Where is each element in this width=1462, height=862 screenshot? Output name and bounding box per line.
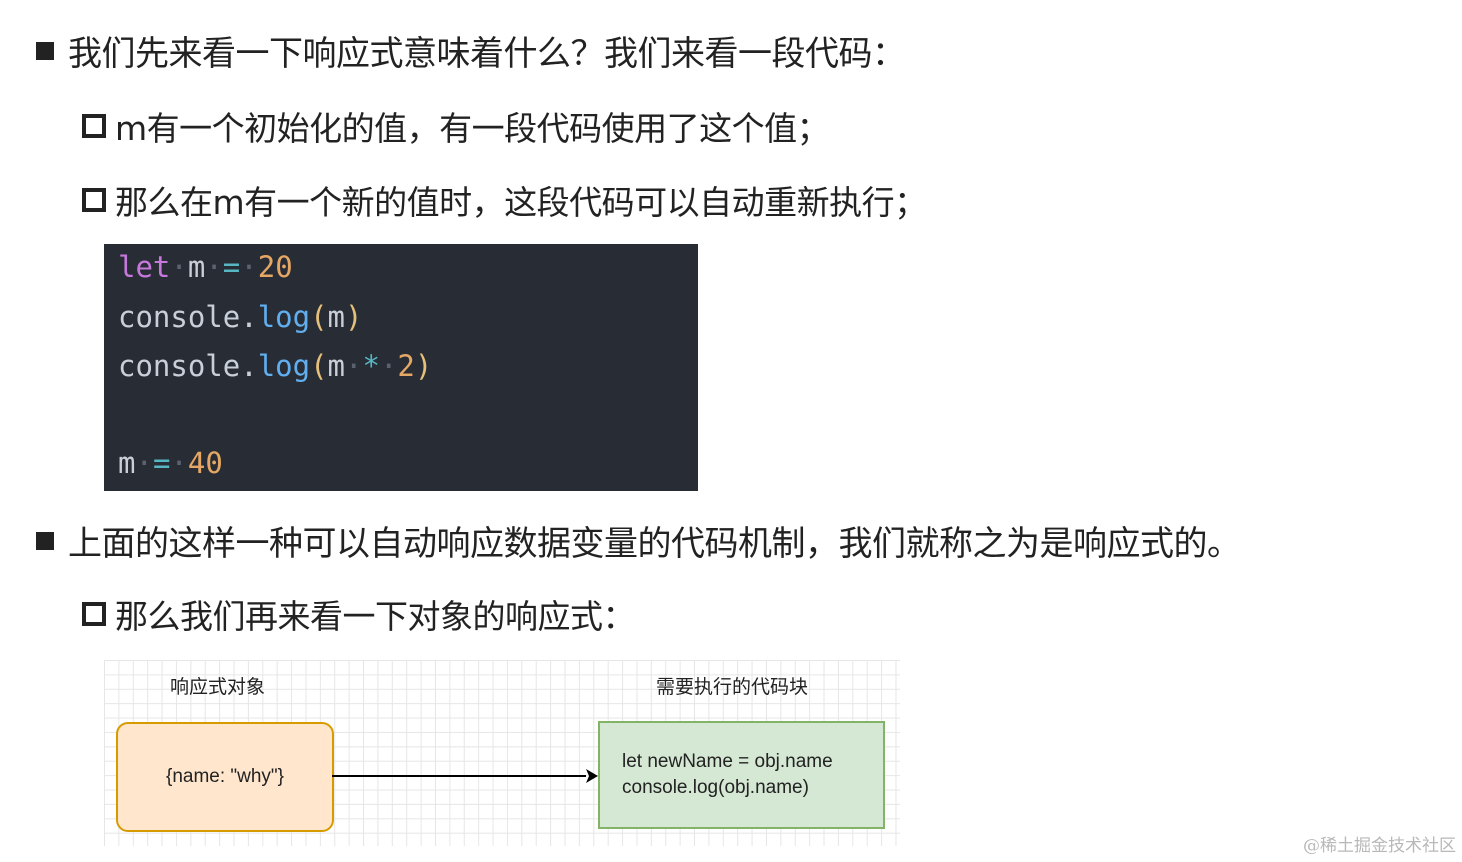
code-line-1: let·m·=·20 xyxy=(118,250,293,284)
bullet-what-is-reactive: 我们先来看一下响应式意味着什么？我们来看一段代码： xyxy=(36,26,906,75)
watermark: @稀土掘金技术社区 xyxy=(1303,836,1456,856)
code-block-line-1: let newName = obj.name xyxy=(622,751,833,772)
bullet-text: 那么在m有一个新的值时，这段代码可以自动重新执行； xyxy=(115,183,927,222)
code-line-3: console.log(m·*·2) xyxy=(118,349,433,383)
arrow-right-icon xyxy=(332,769,598,783)
label-reactive-object: 响应式对象 xyxy=(170,676,266,698)
hollow-square-bullet-icon xyxy=(82,602,106,626)
square-bullet-icon xyxy=(36,41,54,60)
reactive-object-box: {name: "why"} xyxy=(116,722,334,832)
reactive-object-text: {name: "why"} xyxy=(165,766,285,787)
sub-bullet-object-reactive: 那么我们再来看一下对象的响应式： xyxy=(82,590,636,638)
bullet-text: 那么我们再来看一下对象的响应式： xyxy=(115,597,636,636)
code-line-2: console.log(m) xyxy=(118,300,363,334)
code-block-box: let newName = obj.name console.log(obj.n… xyxy=(598,721,885,829)
label-code-block: 需要执行的代码块 xyxy=(656,676,809,698)
sub-bullet-initial-value: m有一个初始化的值，有一段代码使用了这个值； xyxy=(82,102,830,150)
reactive-object-diagram: 响应式对象 需要执行的代码块 {name: "why"} let newName… xyxy=(104,660,900,846)
hollow-square-bullet-icon xyxy=(82,188,106,212)
code-block-line-2: console.log(obj.name) xyxy=(622,777,809,798)
bullet-text: 我们先来看一下响应式意味着什么？我们来看一段代码： xyxy=(68,34,906,74)
code-line-5: m·=·40 xyxy=(118,446,223,480)
bullet-text: m有一个初始化的值，有一段代码使用了这个值； xyxy=(115,109,830,148)
hollow-square-bullet-icon xyxy=(82,114,106,138)
code-block: let·m·=·20 console.log(m) console.log(m·… xyxy=(104,244,698,491)
sub-bullet-rerun: 那么在m有一个新的值时，这段代码可以自动重新执行； xyxy=(82,176,927,224)
bullet-text: 上面的这样一种可以自动响应数据变量的代码机制，我们就称之为是响应式的。 xyxy=(68,524,1241,564)
square-bullet-icon xyxy=(36,531,54,550)
bullet-reactive-definition: 上面的这样一种可以自动响应数据变量的代码机制，我们就称之为是响应式的。 xyxy=(36,516,1241,565)
